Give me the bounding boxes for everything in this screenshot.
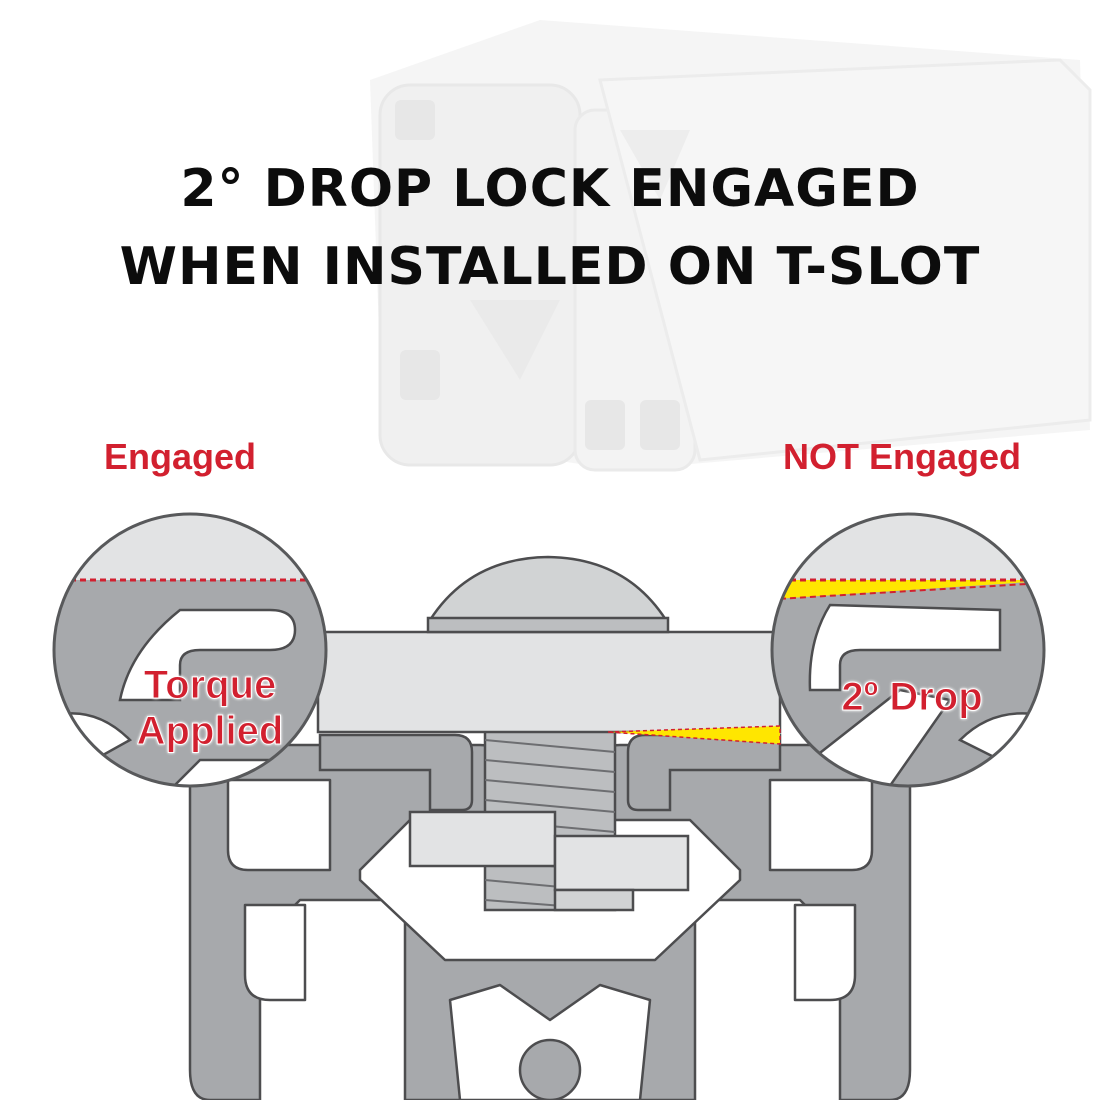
t-slot-lips [318,733,782,812]
drop-gap-indicator [607,725,781,745]
torque-applied-callout: Torque Applied [110,662,310,754]
mounting-plate [316,630,782,734]
headline: 2° DROP LOCK ENGAGED WHEN INSTALLED ON T… [0,150,1100,306]
torque-callout-line-2: Applied [136,709,284,754]
headline-line-2: WHEN INSTALLED ON T-SLOT [119,237,981,297]
drop-callout: 2º Drop [841,675,983,720]
headline-line-1: 2° DROP LOCK ENGAGED [180,159,920,219]
torque-callout-line-1: Torque [143,663,277,708]
t-nut [408,810,690,912]
background-extrusion-image [370,20,1092,472]
not-engaged-label: NOT Engaged [783,436,1022,477]
bolt-head [426,555,670,634]
engaged-label: Engaged [104,436,257,477]
